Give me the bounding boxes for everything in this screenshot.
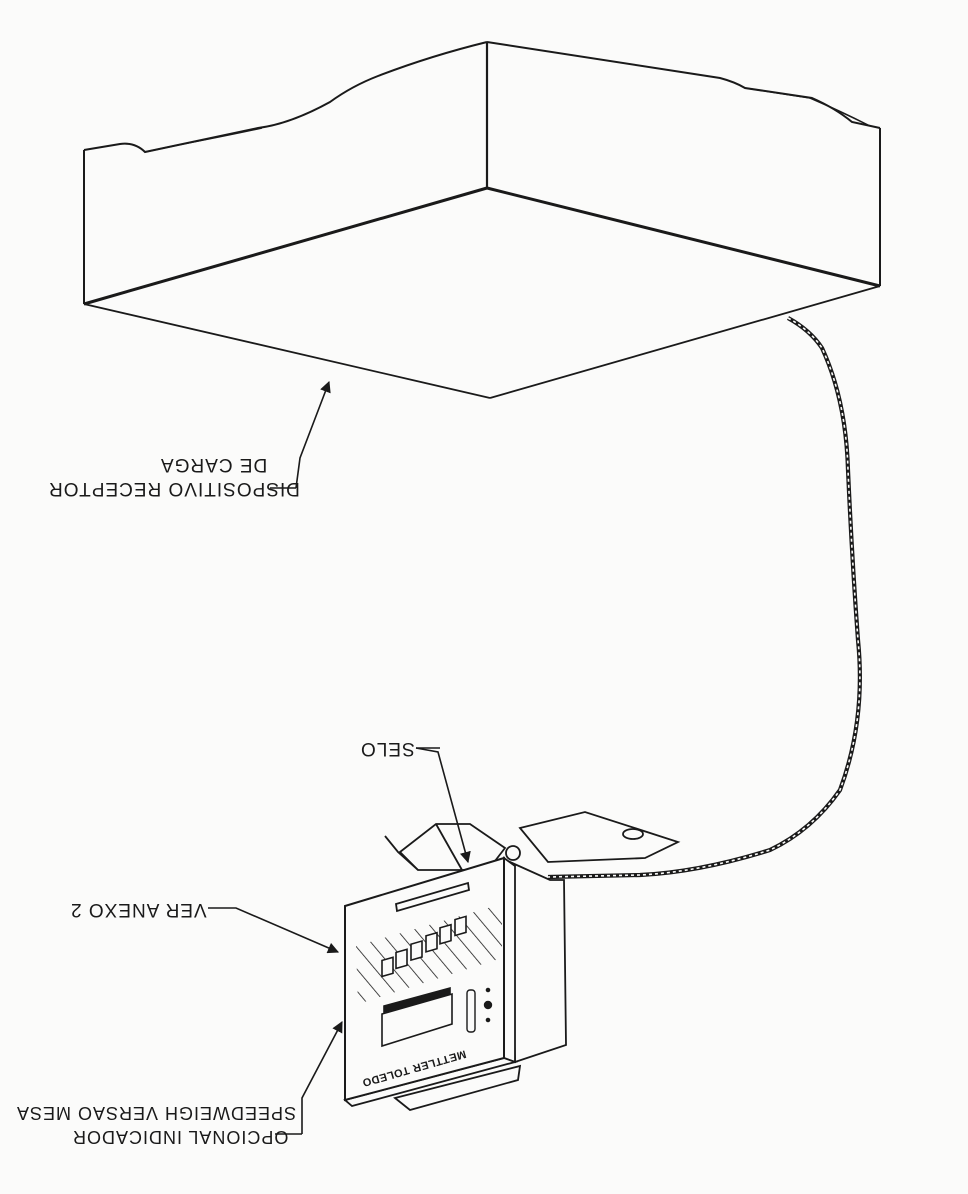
platform-edge-left: [83, 186, 488, 306]
platform-rim-inner: [144, 127, 263, 153]
key-icon: [395, 948, 408, 970]
label-see-annex: VER ANEXO 2: [70, 899, 207, 920]
key-icon: [454, 915, 467, 937]
arrow-icon: [295, 380, 331, 489]
platform-rim-right: [486, 41, 881, 129]
key-icon: [381, 956, 394, 978]
label-seal: SELO: [360, 738, 415, 759]
label-indicator-line2: SPEEDWEIGH VERSAO MESA: [16, 1103, 297, 1123]
label-indicator-line1: OPCIONAL INDICADOR: [72, 1127, 289, 1147]
platform-bottom-left: [83, 303, 491, 399]
key-icon: [410, 939, 423, 962]
arrow-icon: [415, 747, 471, 864]
platform-bottom-right: [489, 285, 881, 399]
bracket-hole: [622, 828, 644, 840]
platform-edge-right: [486, 186, 881, 288]
load-receiver-platform: [83, 41, 881, 399]
leader-lines: [208, 380, 471, 1135]
label-load-receiver-line2: DE CARGA: [160, 454, 268, 475]
platform-rim-inner-right: [744, 87, 871, 127]
indicator-knob: [505, 845, 521, 861]
key-icon: [439, 923, 452, 945]
key-icon: [425, 931, 438, 953]
connection-cable: [547, 316, 862, 880]
arrow-icon: [301, 1021, 343, 1134]
arrow-icon: [208, 907, 340, 954]
platform-rim-left: [83, 41, 488, 154]
indicator-keypad: [381, 915, 467, 978]
indicator-display: [381, 986, 453, 1048]
indicator-status-lights: [466, 987, 493, 1033]
mounting-bracket: [384, 811, 681, 871]
label-load-receiver-line1: DISPOSITIVO RECEPTOR: [48, 478, 300, 499]
